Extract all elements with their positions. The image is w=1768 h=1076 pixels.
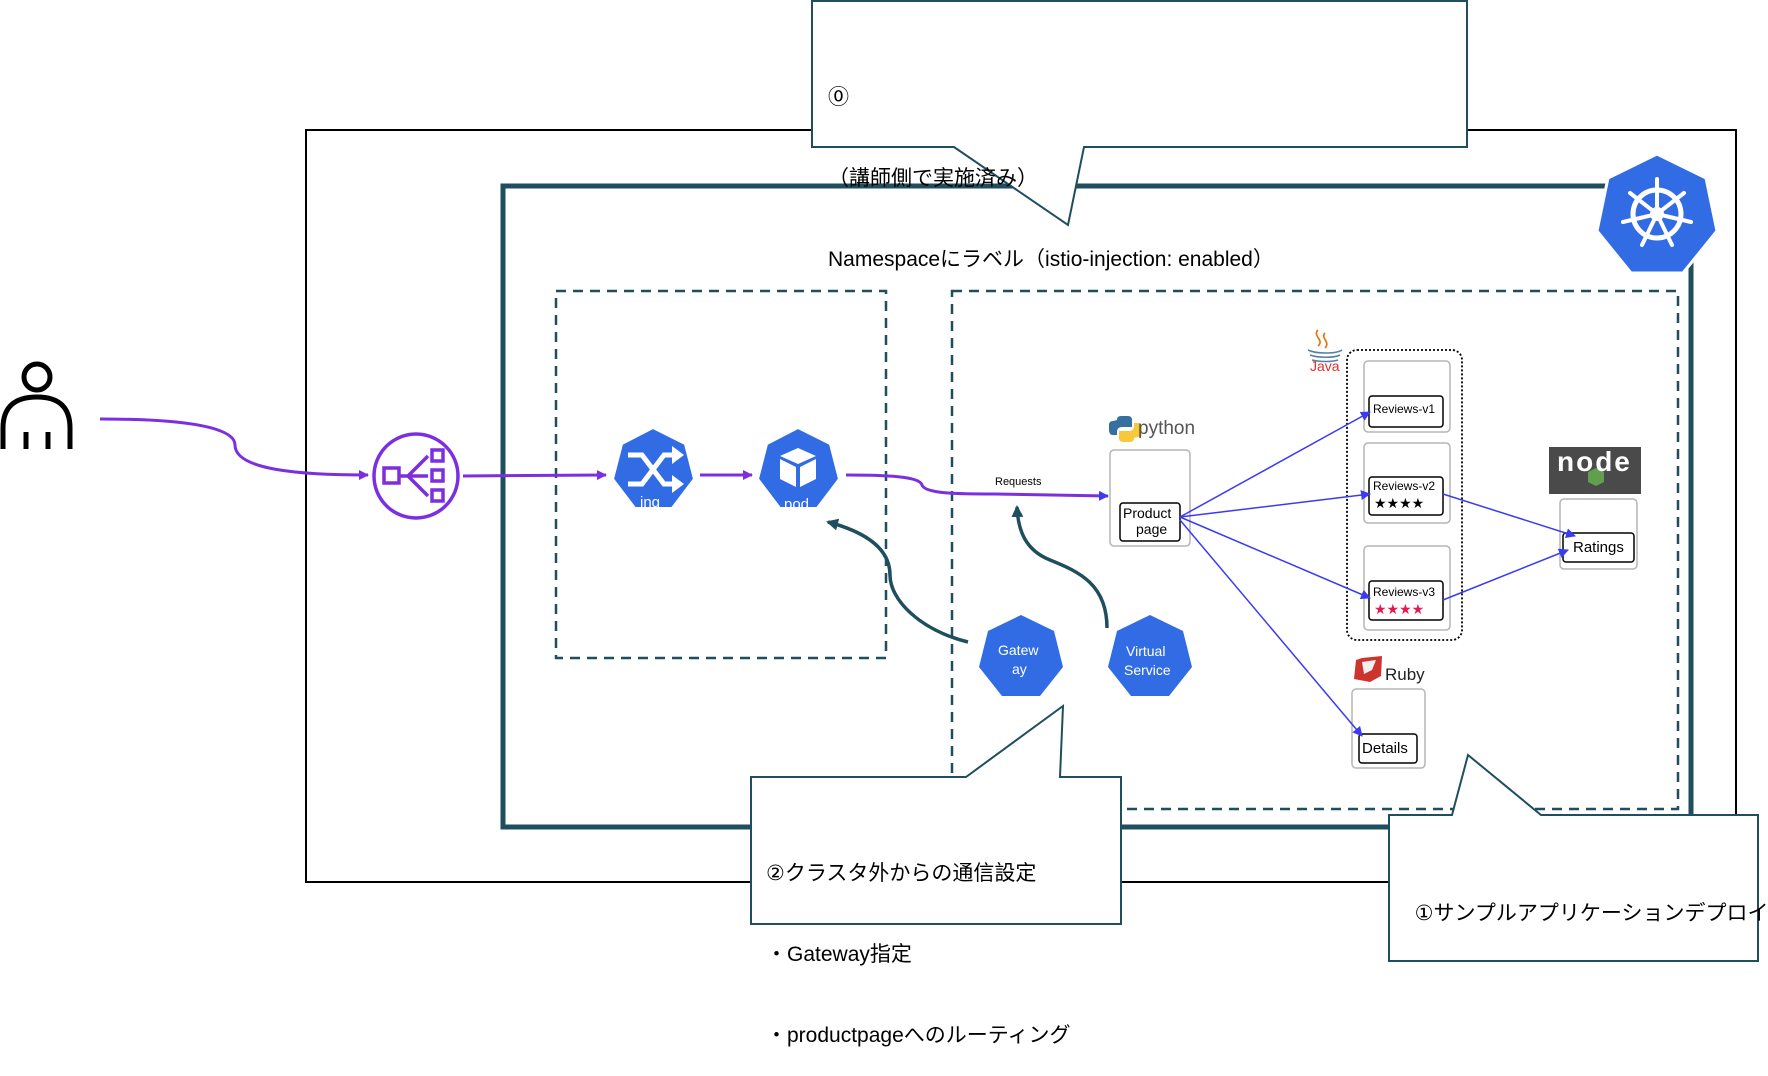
java-logo-icon: [1307, 329, 1343, 363]
callout-0-line2: （講師側で実施済み）: [828, 167, 1038, 190]
callout-0-line1: ⓪: [828, 86, 849, 109]
python-logo-icon: [1109, 416, 1142, 442]
ruby-logo-icon: [1354, 656, 1382, 682]
java-label: Java: [1310, 358, 1340, 374]
bookinfo-dashed-box: [950, 289, 1680, 811]
reviews-v3-label-box: [1368, 580, 1444, 621]
pod-label: pod: [784, 496, 810, 513]
callout-1-text: ①サンプルアプリケーションデプロイ: [1403, 873, 1768, 927]
gateway-label-line1: Gatew: [998, 642, 1039, 658]
virtual-service-label-line1: Virtual: [1126, 643, 1166, 659]
gateway-to-pod-arrow: [826, 518, 969, 644]
reviews-v3-stars: ★★★★: [1374, 601, 1425, 617]
details-label-box: [1358, 733, 1418, 764]
reviews-v3-label: Reviews-v3: [1373, 585, 1436, 599]
ratings-label: Ratings: [1573, 539, 1624, 556]
load-balancer-icon: [372, 432, 460, 520]
gateway-icon: [979, 615, 1063, 696]
details-label: Details: [1362, 740, 1408, 757]
callout-0-text: ⓪ （講師側で実施済み） Namespaceにラベル（istio-injecti…: [828, 30, 1274, 300]
python-label: python: [1138, 418, 1196, 439]
reviews-v1-label: Reviews-v1: [1373, 402, 1436, 416]
callout-2-line1: ②クラスタ外からの通信設定: [766, 862, 1037, 885]
productpage-label-box: [1119, 502, 1181, 542]
reviews-v2-stars: ★★★★: [1374, 495, 1425, 511]
callout-2-text: ②クラスタ外からの通信設定 ・Gateway指定 ・productpageへのル…: [766, 806, 1071, 1076]
virtual-service-icon: [1108, 615, 1192, 696]
callout-0-line3: Namespaceにラベル（istio-injection: enabled）: [828, 248, 1274, 271]
ing-label: ing: [640, 494, 661, 511]
callout-2-shape: [750, 703, 1122, 925]
lb-to-ing-arrow: [462, 470, 607, 481]
gateway-label-line2: ay: [1012, 661, 1027, 677]
virtual-service-label-line2: Service: [1124, 662, 1171, 678]
reviews-v2-label: Reviews-v2: [1373, 479, 1436, 493]
user-icon: [0, 361, 73, 449]
virtualservice-to-requests-arrow: [1011, 505, 1109, 629]
callout-2-line3: ・productpageへのルーティング: [766, 1024, 1071, 1047]
kubernetes-logo-icon: [1595, 152, 1719, 275]
pod-icon: [756, 426, 841, 509]
ratings-label-box: [1562, 532, 1635, 563]
callout-2-line2: ・Gateway指定: [766, 943, 912, 966]
ruby-label: Ruby: [1385, 665, 1425, 684]
ingress-icon: [611, 426, 696, 509]
architecture-diagram: [0, 0, 1759, 962]
reviews-group-box: [1346, 349, 1463, 641]
requests-label: Requests: [995, 476, 1042, 488]
callout-1-line: ①サンプルアプリケーションデプロイ: [1414, 902, 1768, 925]
nodejs-label: node: [1557, 446, 1632, 477]
nodejs-logo-icon: [1549, 447, 1641, 494]
reviews-v1-label-box: [1368, 395, 1444, 428]
service-call-arrows: [1179, 411, 1576, 737]
productpage-label-line1: Product: [1123, 505, 1172, 521]
pod-to-productpage-arrow: [845, 473, 1109, 501]
callout-0-shape: [811, 0, 1468, 227]
user-to-lb-arrow: [99, 417, 369, 480]
callout-1-shape: [1388, 753, 1759, 962]
productpage-label-line2: page: [1136, 521, 1168, 537]
